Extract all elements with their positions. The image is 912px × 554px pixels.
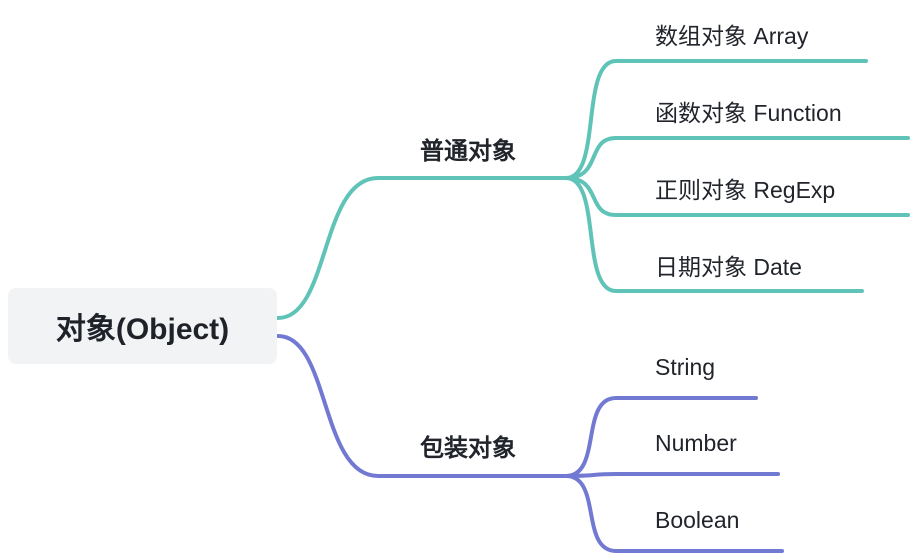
leaf-node-function[interactable]: 函数对象 Function xyxy=(655,100,842,126)
leaf-node-string[interactable]: String xyxy=(655,354,716,380)
branch-line-wrapper xyxy=(276,334,568,478)
leaf-line-boolean xyxy=(564,474,784,553)
branch-node-ordinary-object[interactable]: 普通对象 xyxy=(420,138,516,165)
leaf-line-function xyxy=(564,136,910,180)
leaf-line-date xyxy=(564,176,864,293)
leaf-node-date[interactable]: 日期对象 Date xyxy=(655,254,802,280)
leaf-node-array[interactable]: 数组对象 Array xyxy=(655,23,809,49)
leaf-node-regexp[interactable]: 正则对象 RegExp xyxy=(655,177,836,203)
leaf-node-number[interactable]: Number xyxy=(655,430,737,456)
branch-line-ordinary xyxy=(276,176,568,320)
leaf-node-boolean[interactable]: Boolean xyxy=(655,507,740,533)
leaf-line-regexp xyxy=(564,176,910,217)
leaf-line-array xyxy=(564,59,868,180)
leaf-line-string xyxy=(564,396,758,478)
root-node-object[interactable]: 对象(Object) xyxy=(8,288,277,364)
leaf-line-number xyxy=(564,472,780,478)
branch-node-wrapper-object[interactable]: 包装对象 xyxy=(420,435,516,462)
